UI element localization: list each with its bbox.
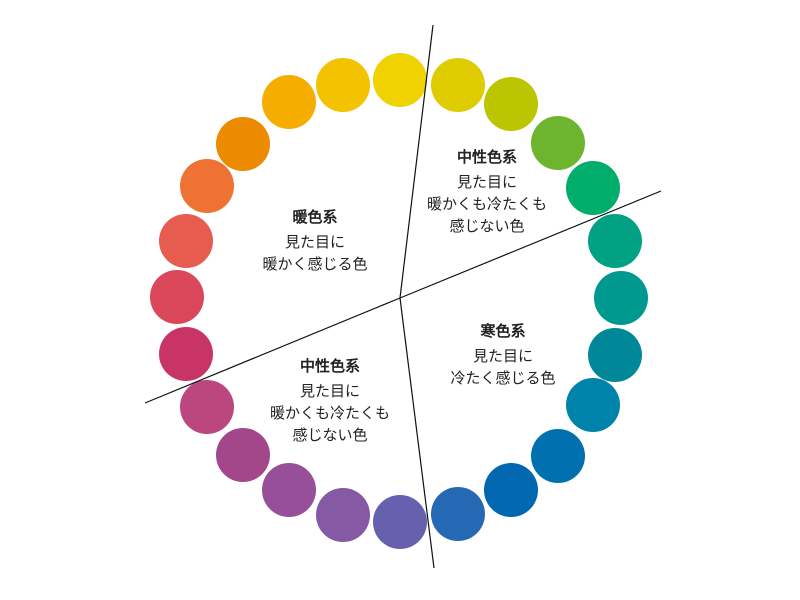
section-title-cool: 寒色系 [480,322,526,340]
section-warm: 暖色系 見た目に 暖かく感じる色 [245,206,385,275]
color-circle [316,58,370,112]
section-cool: 寒色系 見た目に 冷たく感じる色 [428,320,578,389]
color-circle [316,488,370,542]
color-circle [431,58,485,112]
color-circle [566,161,620,215]
color-circle [431,487,485,541]
divider-line [144,297,401,404]
color-circle [373,53,427,107]
color-circle [180,159,234,213]
section-text: 見た目に [284,233,345,251]
section-text: 感じない色 [449,217,525,235]
section-text: 見た目に [472,347,533,365]
section-text: 暖かく感じる色 [262,255,368,273]
color-circle [262,75,316,129]
divider-line [399,190,662,299]
section-text: 見た目に [299,382,360,400]
color-circle [588,328,642,382]
divider-lines [144,24,662,569]
divider-line [399,297,435,569]
section-neutral-top: 中性色系 見た目に 暖かくも冷たくも 感じない色 [412,146,562,237]
color-circle [180,380,234,434]
color-circle [159,327,213,381]
color-circle [216,117,270,171]
color-circle [588,214,642,268]
color-circle [594,271,648,325]
color-circle [531,429,585,483]
section-neutral-bottom: 中性色系 見た目に 暖かくも冷たくも 感じない色 [255,355,405,446]
section-title-neutral-top: 中性色系 [456,148,517,166]
color-circle [566,378,620,432]
section-text: 見た目に [456,173,517,191]
color-circle [159,214,213,268]
section-title-neutral-bottom: 中性色系 [299,357,360,375]
color-circle [150,270,204,324]
section-title-warm: 暖色系 [292,208,338,226]
divider-line [399,24,434,299]
section-text: 暖かくも冷たくも [426,195,547,213]
color-circles [150,53,648,549]
color-circle [216,428,270,482]
section-text: 感じない色 [292,426,368,444]
color-circle [484,463,538,517]
color-circle [531,116,585,170]
section-text: 冷たく感じる色 [450,369,556,387]
section-text: 暖かくも冷たくも [269,404,390,422]
color-circle [262,463,316,517]
color-circle [484,77,538,131]
color-circle [373,495,427,549]
